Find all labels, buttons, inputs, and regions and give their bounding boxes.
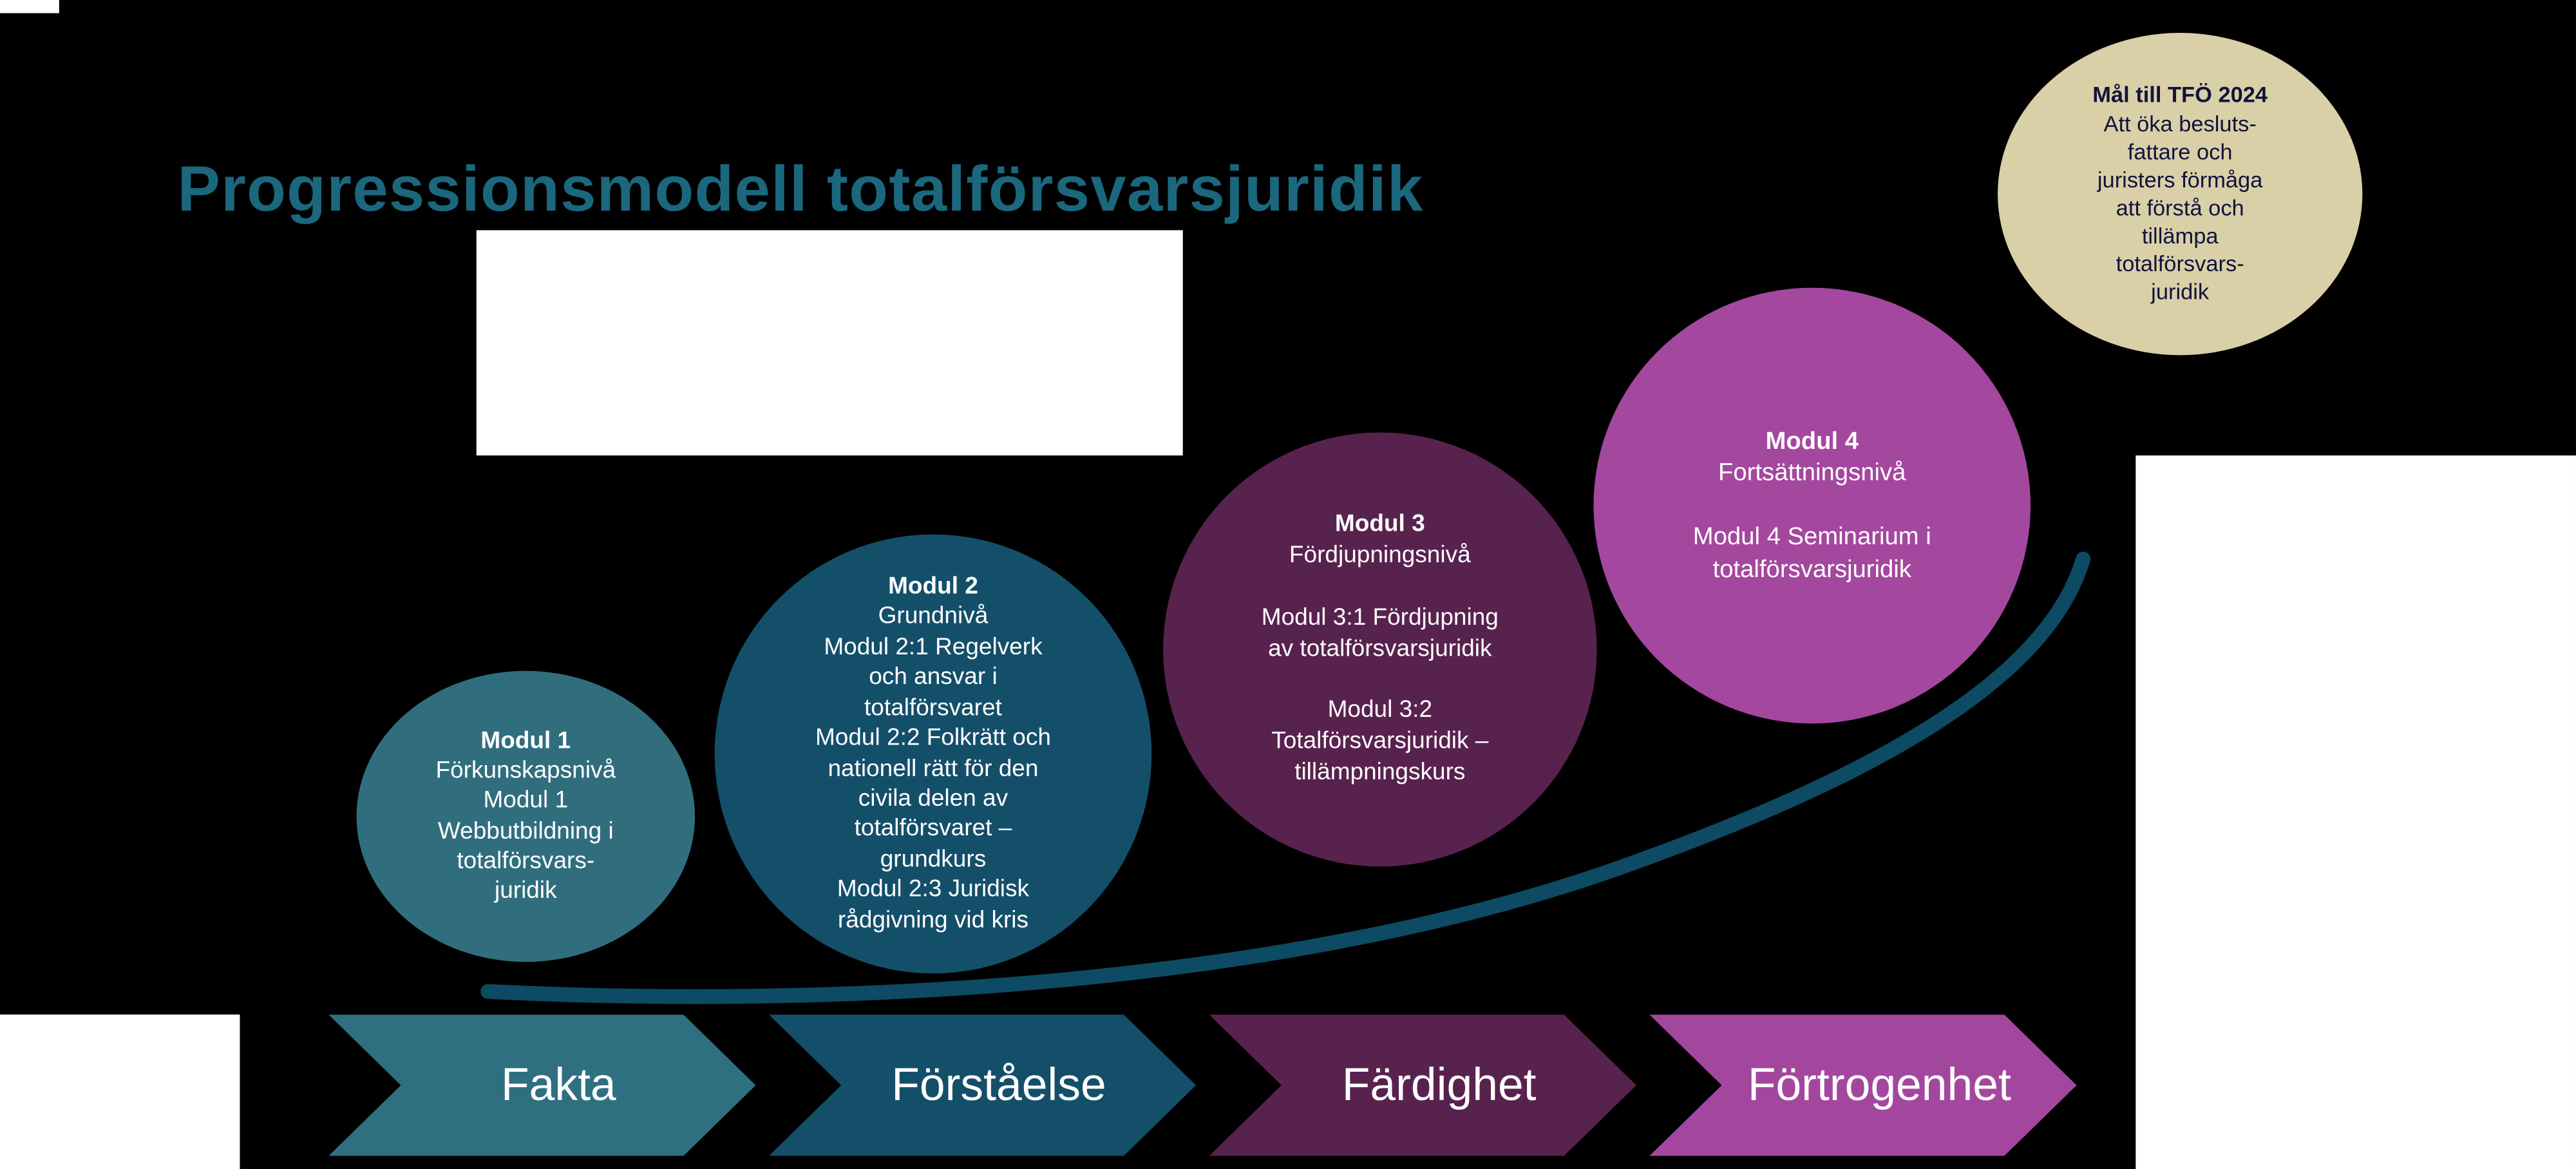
module-body: Förkunskapsnivå Modul 1 Webbutbildning i… (435, 757, 616, 905)
step-label: Fakta (501, 1059, 616, 1110)
module-body: Fortsättningsnivå Modul 4 Seminarium i t… (1692, 459, 1931, 584)
step-chevron-forstaelse: Förståelse (769, 1014, 1196, 1156)
module-title: Modul 1 (480, 728, 571, 755)
module-body: Grundnivå Modul 2:1 Regelverk och ansvar… (815, 604, 1051, 933)
module-text: Modul 1 Förkunskapsnivå Modul 1 Webbutbi… (435, 727, 616, 907)
placeholder-box (476, 230, 1183, 456)
bottom-left-white-area (0, 1014, 240, 1169)
page-title: Progressionsmodell totalförsvarsjuridik (177, 154, 1424, 225)
module-title: Modul 2 (888, 574, 978, 601)
module-circle-4: Modul 4 Fortsättningsnivå Modul 4 Semina… (1593, 287, 2031, 724)
step-chevron-fakta: Fakta (328, 1014, 755, 1156)
step-label: Färdighet (1341, 1059, 1537, 1110)
step-label: Förståelse (891, 1059, 1106, 1110)
step-chevron-fardighet: Färdighet (1209, 1014, 1636, 1156)
module-circle-3: Modul 3 Fördjupningsnivå Modul 3:1 Fördj… (1163, 432, 1597, 867)
goal-body: Att öka besluts- fattare och juristers f… (2097, 111, 2263, 305)
module-body: Fördjupningsnivå Modul 3:1 Fördjupning a… (1261, 542, 1499, 786)
goal-text: Mål till TFÖ 2024 Att öka besluts- fatta… (2092, 81, 2268, 307)
module-text: Modul 4 Fortsättningsnivå Modul 4 Semina… (1693, 426, 1931, 586)
top-left-white-sliver (0, 0, 59, 14)
module-title: Modul 3 (1334, 511, 1425, 538)
right-white-area (2136, 455, 2576, 1169)
module-text: Modul 3 Fördjupningsnivå Modul 3:1 Fördj… (1262, 510, 1499, 789)
goal-title: Mål till TFÖ 2024 (2092, 82, 2268, 108)
module-text: Modul 2 Grundnivå Modul 2:1 Regelverk oc… (815, 573, 1051, 936)
step-chevron-fortrogenhet: Förtrogenhet (1649, 1014, 2076, 1156)
goal-circle: Mål till TFÖ 2024 Att öka besluts- fatta… (1998, 33, 2363, 356)
module-title: Modul 4 (1765, 427, 1859, 455)
module-circle-2: Modul 2 Grundnivå Modul 2:1 Regelverk oc… (714, 534, 1152, 974)
step-label: Förtrogenhet (1747, 1059, 2011, 1110)
module-circle-1: Modul 1 Förkunskapsnivå Modul 1 Webbutbi… (356, 670, 696, 962)
